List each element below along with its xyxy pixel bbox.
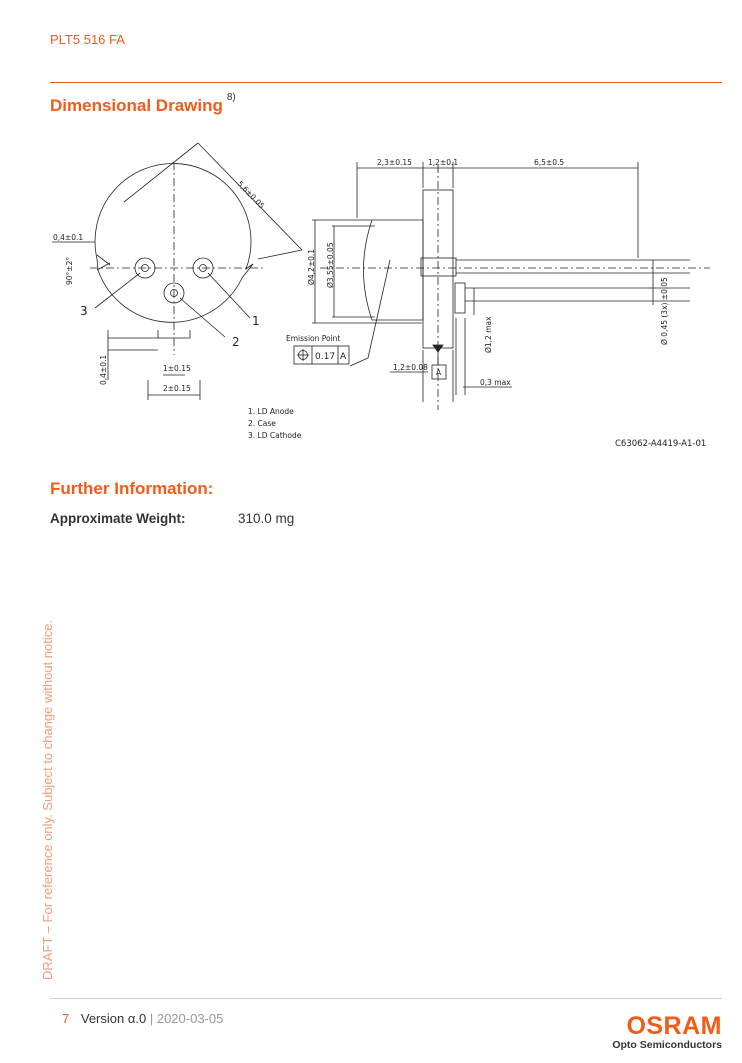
logo-brand: OSRAM — [626, 1012, 722, 1040]
footer: 7 Version α.0 | 2020-03-05 — [62, 1011, 223, 1026]
dim-phi-3-55: Ø3,55±0.05 — [326, 242, 335, 288]
logo-tagline: Opto Semiconductors — [612, 1039, 722, 1051]
weight-label: Approximate Weight: — [50, 511, 186, 526]
dim-0-3-max: 0,3 max — [480, 378, 511, 387]
header-product-name: PLT5 516 FA — [50, 32, 125, 47]
dim-2-3: 2,3±0.15 — [377, 158, 412, 167]
legend-item-3: 3. LD Cathode — [248, 431, 302, 440]
release-date: 2020-03-05 — [156, 1011, 224, 1026]
draft-watermark: DRAFT – For reference only. Subject to c… — [40, 619, 55, 980]
legend-item-1: 1. LD Anode — [248, 407, 294, 416]
dim-0-4-top: 0,4±0.1 — [53, 233, 83, 242]
dim-1-015: 1±0.15 — [163, 364, 191, 373]
footer-divider — [50, 998, 722, 999]
dim-phi-0-45: Ø 0,45 (3x) ±0.05 — [660, 277, 669, 345]
pin-1-circle — [192, 257, 214, 279]
weight-value: 310.0 mg — [238, 511, 295, 526]
pin-1-label: 1 — [252, 314, 260, 328]
header-divider — [50, 82, 722, 83]
datum-box-label: A — [436, 368, 442, 377]
dim-diagonal-5-6: 5,6±0.05 — [236, 179, 267, 211]
pin-2-label: 2 — [232, 335, 240, 349]
footer-separator: | — [149, 1011, 154, 1026]
side-view-cap — [363, 219, 424, 321]
pin-2-circle — [163, 282, 185, 304]
footnote-marker: 8) — [226, 92, 236, 104]
front-view-outline — [94, 163, 254, 323]
tolerance-value: 0.17 — [315, 352, 335, 362]
dim-phi-1-2-max: Ø1,2 max — [484, 316, 493, 353]
emission-point-label: Emission Point — [286, 334, 340, 343]
dim-0-4-left: 0,4±0.1 — [99, 355, 108, 385]
further-information-heading: Further Information: — [50, 479, 214, 498]
dim-1-2-008: 1,2±0.08 — [393, 363, 428, 372]
dimensional-drawing-title: Dimensional Drawing — [50, 96, 223, 115]
tolerance-datum: A — [340, 352, 347, 362]
page-number: 7 — [62, 1011, 70, 1026]
osram-logo: OSRAM Opto Semiconductors — [612, 1013, 722, 1051]
legend-item-2: 2. Case — [248, 419, 276, 428]
dim-2-015: 2±0.15 — [163, 384, 191, 393]
pin-3-circle — [134, 257, 156, 279]
version-label: Version α.0 — [80, 1011, 147, 1026]
dim-6-5: 6,5±0.5 — [534, 158, 564, 167]
dimensional-drawing: 5,6±0.05 0,4±0.1 90°±2° 3 1 2 1±0.15 0,4… — [52, 142, 710, 449]
dim-phi-4-2: Ø4,2±0.1 — [307, 249, 316, 285]
dim-1-2: 1,2±0.1 — [428, 158, 458, 167]
drawing-code: C63062-A4419-A1-01 — [615, 439, 706, 449]
pin-3-label: 3 — [80, 304, 88, 318]
dim-angle-90: 90°±2° — [65, 257, 74, 285]
